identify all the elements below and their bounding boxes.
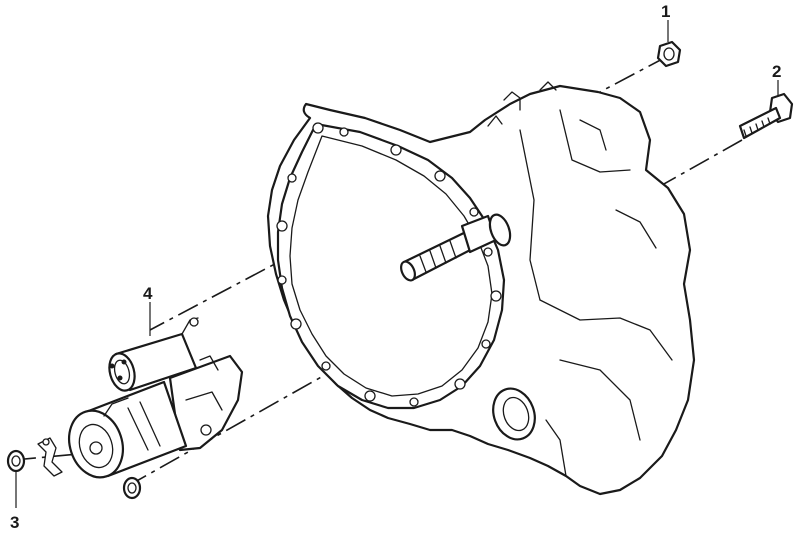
input-shaft bbox=[400, 213, 512, 282]
transmission-housing bbox=[266, 81, 696, 496]
bolt bbox=[738, 80, 794, 140]
callout-1: 1 bbox=[661, 2, 670, 21]
nut-lower bbox=[122, 476, 142, 500]
callout-4: 4 bbox=[143, 284, 153, 303]
nut bbox=[656, 20, 682, 68]
retaining-clip bbox=[37, 437, 63, 477]
flange-bolt-holes bbox=[276, 122, 502, 407]
starter-motor bbox=[68, 317, 244, 479]
callout-3: 3 bbox=[10, 513, 19, 532]
nut-small bbox=[6, 449, 26, 508]
callout-2: 2 bbox=[772, 62, 781, 81]
